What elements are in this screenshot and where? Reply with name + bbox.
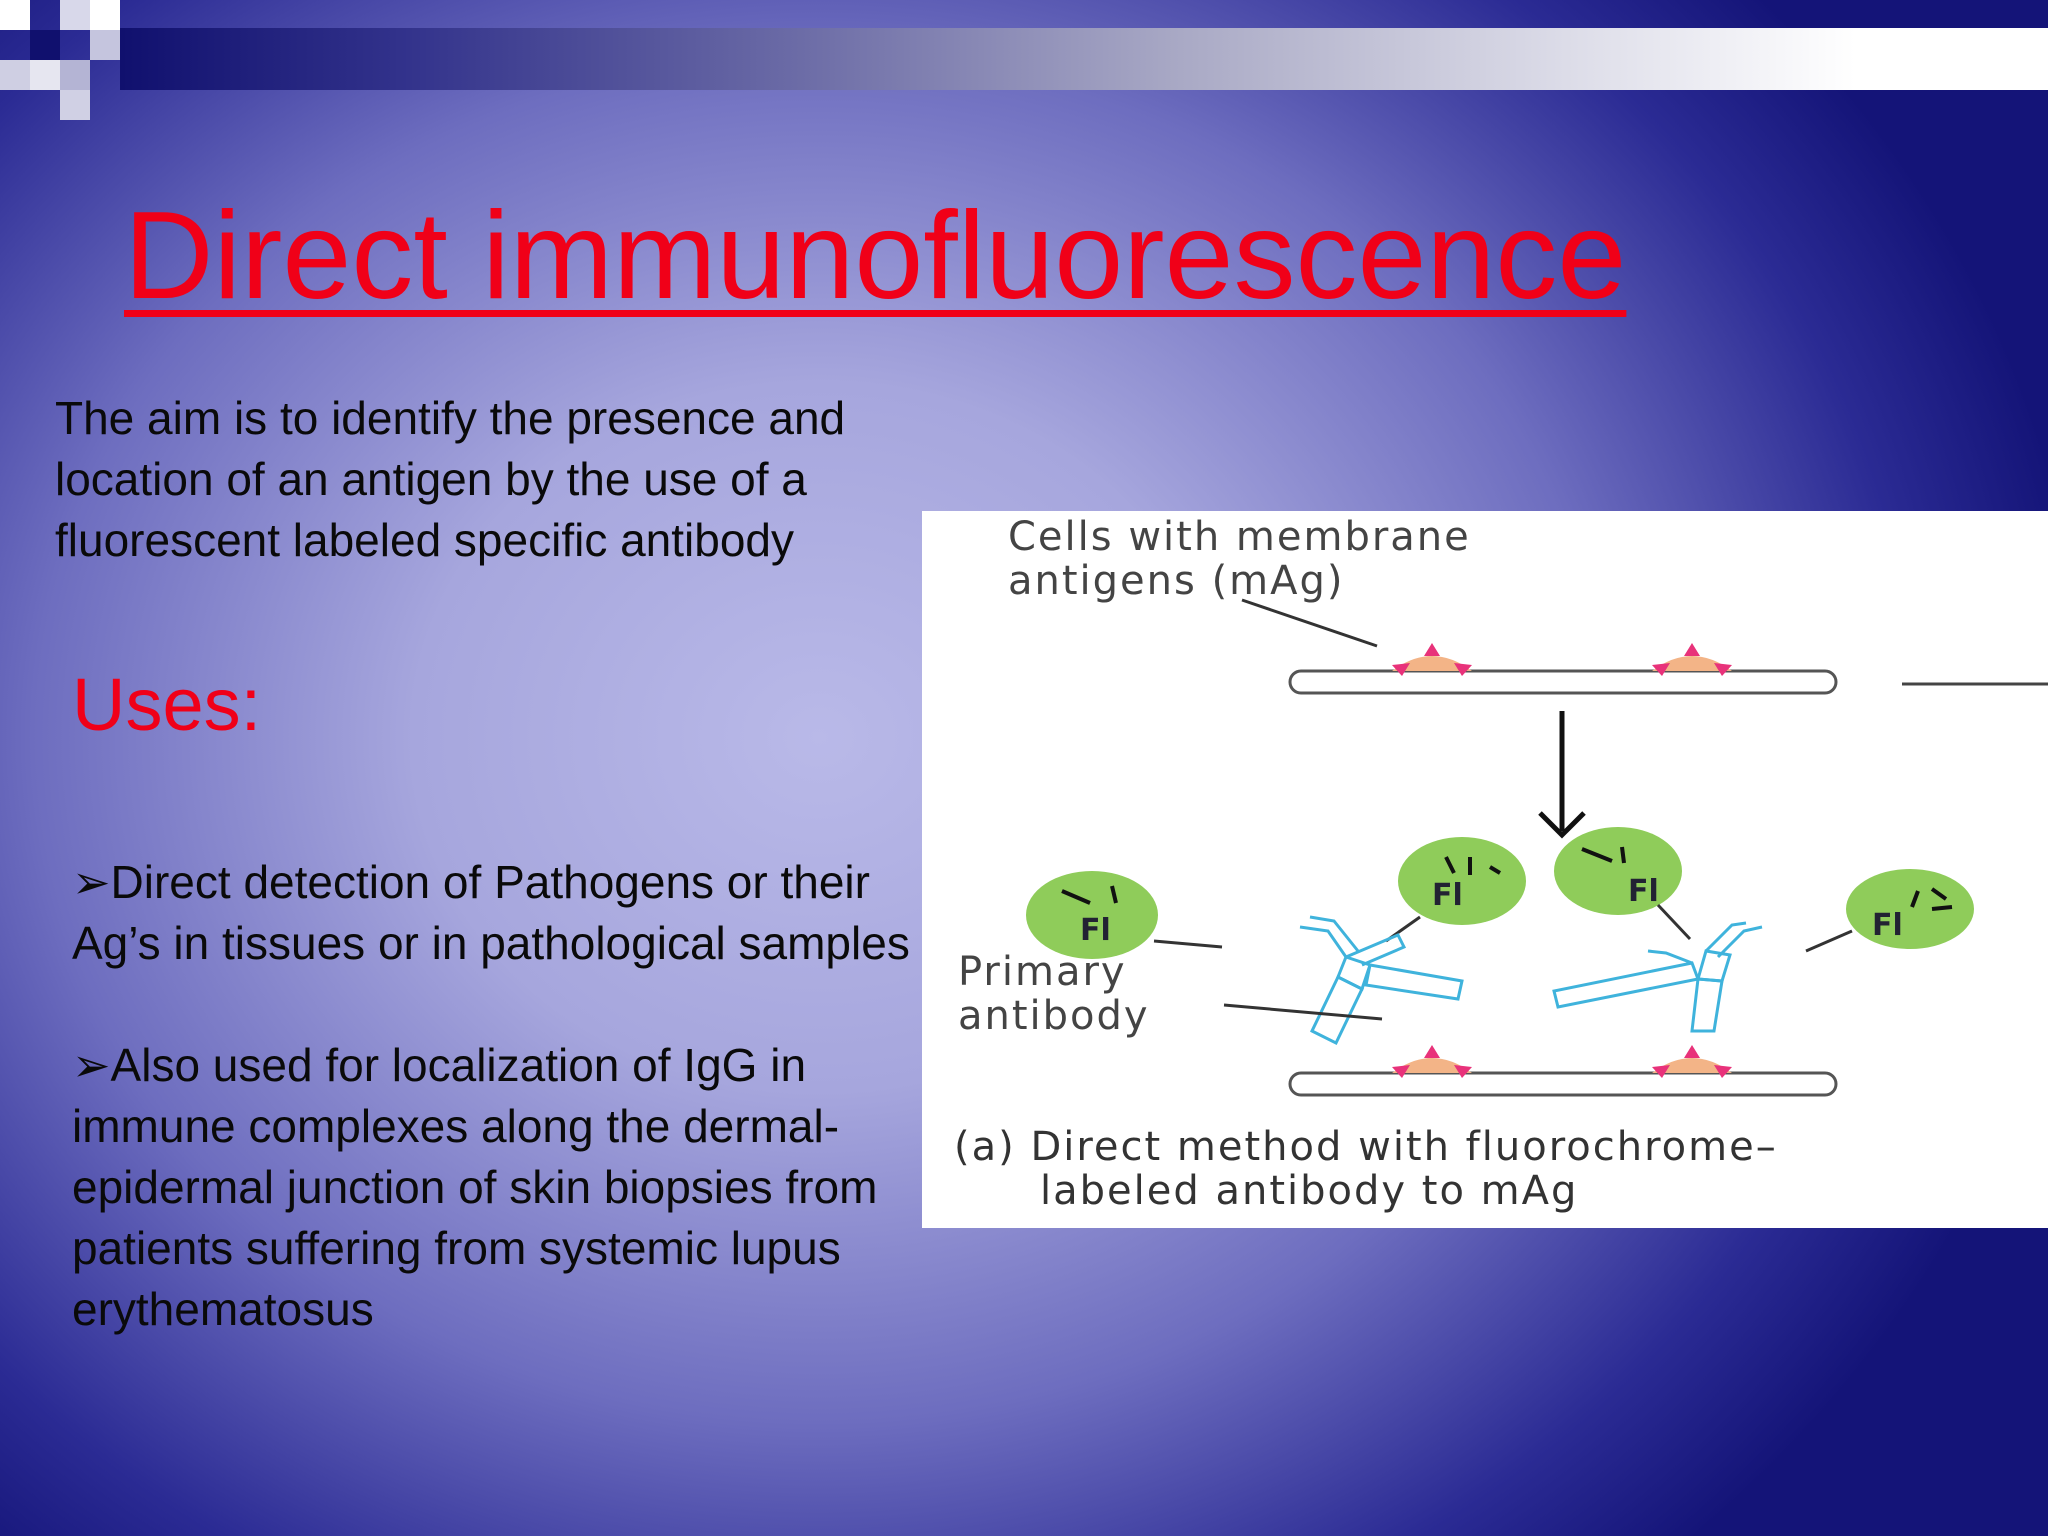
corner-square-grey-4	[60, 60, 90, 90]
fluorochrome-icon: Fl	[1846, 869, 1974, 949]
fluorochrome-icon: Fl	[1398, 837, 1526, 925]
corner-square-white-1	[0, 0, 30, 30]
cell-membrane-bottom	[1288, 1071, 1838, 1097]
label-cells: Cells with membrane	[1008, 514, 1471, 560]
corner-square-navy-1	[30, 30, 60, 60]
antigen-icon	[1652, 1045, 1732, 1078]
svg-text:Fl: Fl	[1872, 908, 1903, 943]
fluorochrome-icon: Fl	[1026, 871, 1158, 959]
svg-text:Fl: Fl	[1080, 913, 1111, 948]
label-antibody: antibody	[958, 993, 1150, 1039]
corner-square-grey-1	[90, 30, 120, 60]
caption-line-1: (a) Direct method with fluorochrome–	[954, 1124, 1778, 1170]
fluorochrome-link	[1153, 939, 1223, 949]
label-antigens: antigens (mAg)	[1008, 558, 1345, 604]
arrow-bullet-icon: ➢	[72, 856, 111, 908]
fluorochrome-link	[1656, 903, 1692, 941]
svg-text:Fl: Fl	[1432, 878, 1463, 913]
svg-text:Fl: Fl	[1628, 874, 1659, 909]
list-item-text: Also used for localization of IgG in imm…	[72, 1039, 878, 1335]
primary-antibody-icon	[1552, 921, 1763, 1033]
label-primary: Primary	[958, 949, 1127, 995]
diagram-svg: Cells with membrane antigens (mAg) Fl	[954, 514, 2048, 1214]
corner-square-grey-3	[30, 60, 60, 90]
pointer-line-antibody	[1223, 1003, 1383, 1021]
antigen-icon	[1392, 1045, 1472, 1078]
cell-membrane-top	[1288, 669, 1838, 695]
diagram-figure: Cells with membrane antigens (mAg) Fl	[922, 511, 2048, 1228]
slide-title: Direct immunofluorescence	[124, 187, 1627, 325]
list-item: ➢Also used for localization of IgG in im…	[72, 1035, 952, 1340]
down-arrow-head-icon	[1538, 811, 1586, 839]
corner-square-light-1	[60, 0, 90, 30]
corner-square-grey-2	[0, 60, 30, 90]
list-item: ➢Direct detection of Pathogens or their …	[72, 852, 952, 974]
list-item-text: Direct detection of Pathogens or their A…	[72, 856, 910, 969]
antigen-icon	[1392, 643, 1472, 676]
arrow-bullet-icon: ➢	[72, 1039, 111, 1091]
primary-antibody-icon	[1299, 915, 1464, 1046]
intro-paragraph: The aim is to identify the presence and …	[55, 392, 846, 566]
corner-square-grey-5	[60, 90, 90, 120]
fluorochrome-link	[1805, 929, 1853, 953]
fluorochrome-icon: Fl	[1554, 827, 1682, 915]
uses-list: ➢Direct detection of Pathogens or their …	[72, 852, 952, 1401]
pointer-line-cells	[1241, 598, 1378, 648]
top-gradient-bar	[120, 28, 2048, 90]
corner-square-light-2	[90, 0, 120, 30]
antigen-icon	[1652, 643, 1732, 676]
uses-heading: Uses:	[72, 663, 262, 746]
caption-line-2: labeled antibody to mAg	[1040, 1168, 1578, 1214]
